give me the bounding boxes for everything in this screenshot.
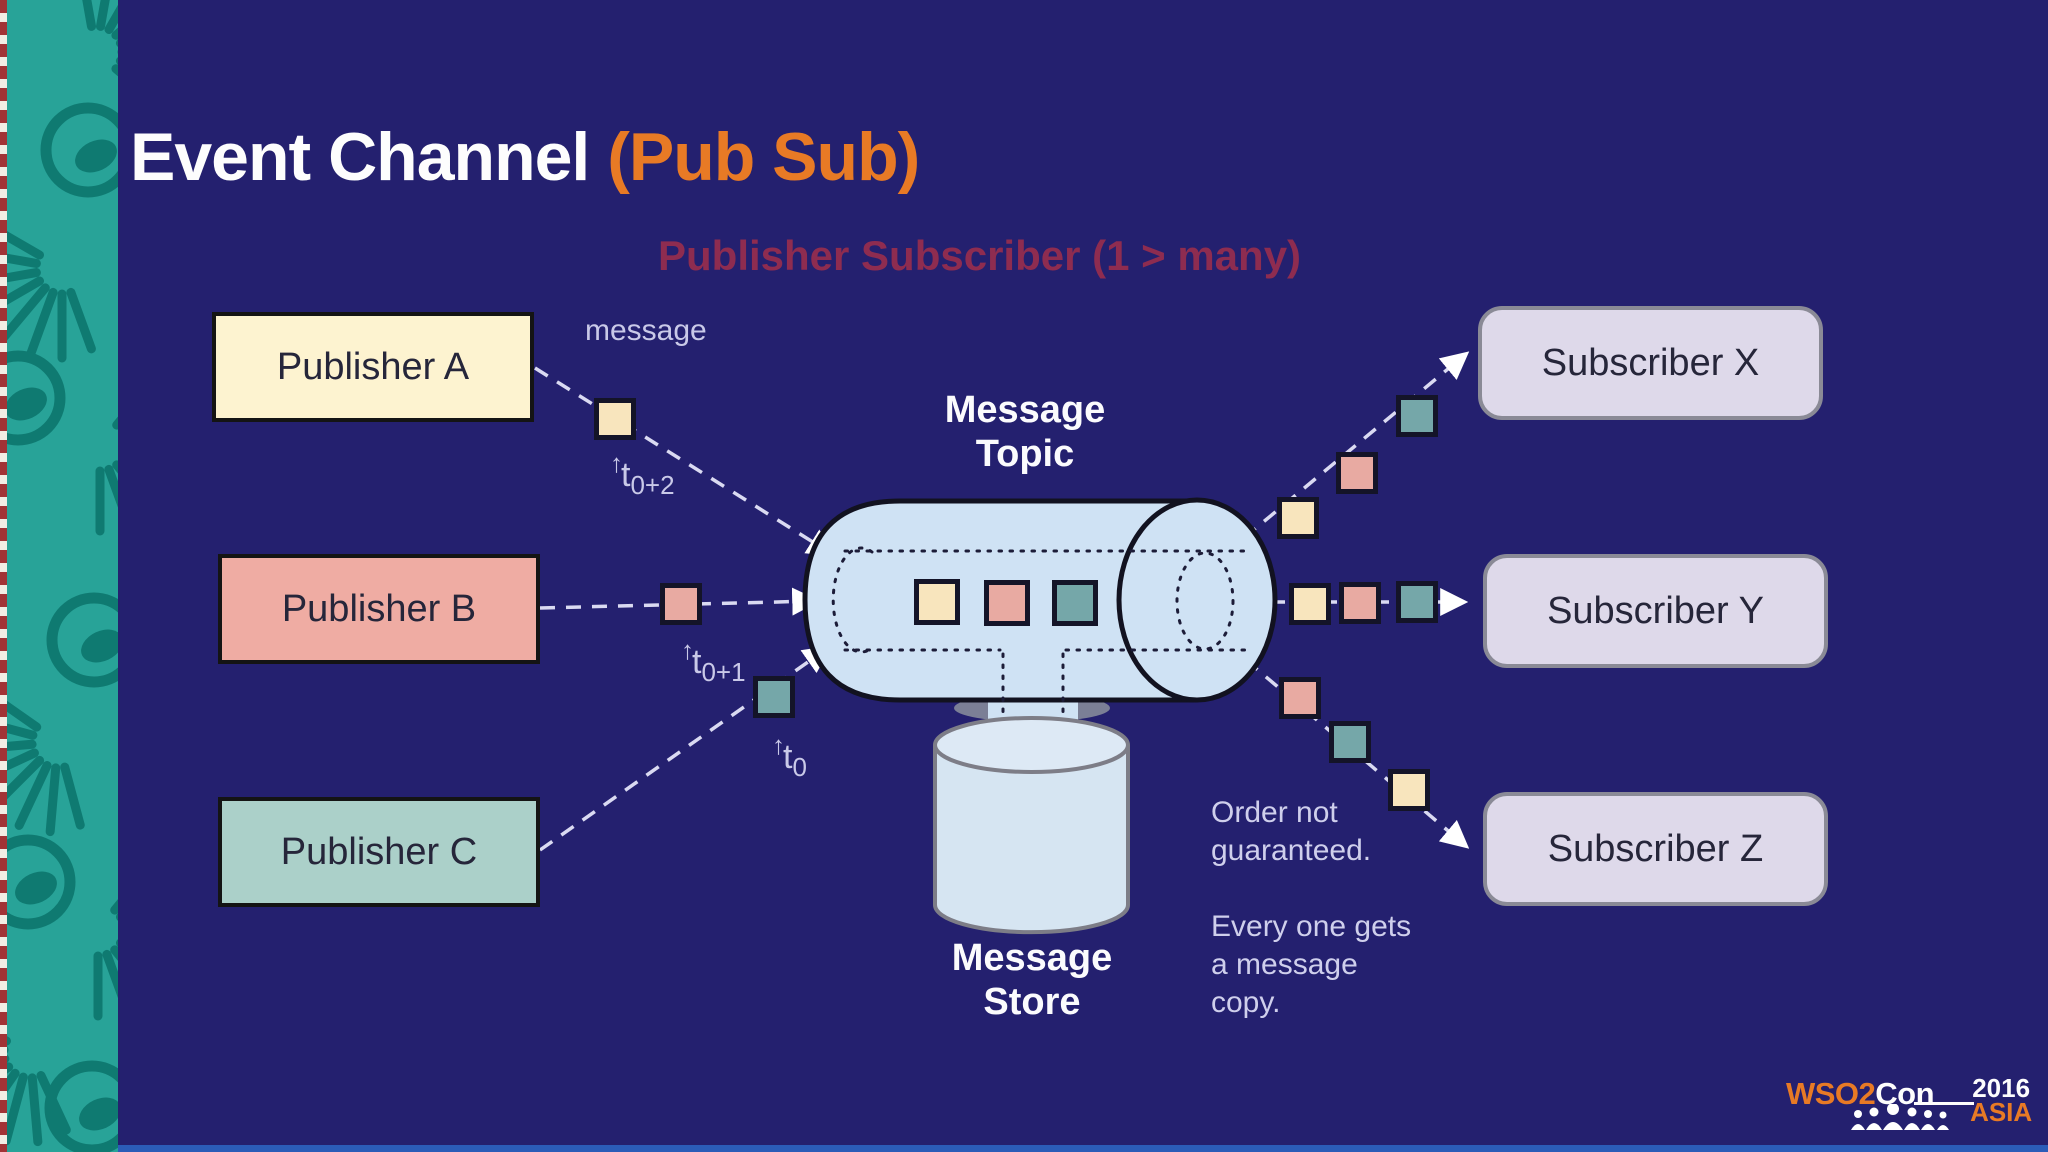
publisher-a-box: Publisher A	[212, 312, 534, 422]
time-label-t0plus2: ↑t0+2	[610, 448, 675, 501]
t0-sub: 0	[792, 751, 807, 782]
publisher-c-box: Publisher C	[218, 797, 540, 907]
t1-base: t	[692, 643, 702, 681]
topic-dotted-right-ellipse	[1175, 551, 1235, 651]
publisher-b-label: Publisher B	[281, 587, 477, 630]
logo-people-icon	[1851, 1104, 1949, 1130]
message-square-teal	[753, 676, 795, 718]
y-square-cream	[1289, 583, 1331, 625]
time-label-t0plus1: ↑t0+1	[681, 635, 746, 688]
message-store-label: Message Store	[951, 937, 1113, 1023]
t2-sub: 0+2	[630, 469, 675, 500]
page-title: Event Channel (Pub Sub)	[130, 118, 920, 196]
strip-red-edge	[0, 0, 7, 1152]
subscriber-y-box: Subscriber Y	[1483, 554, 1828, 668]
message-topic-label: Message Topic	[944, 389, 1106, 475]
z-square-pink	[1279, 677, 1321, 719]
topic-square-pink	[984, 580, 1030, 626]
y-square-teal	[1396, 581, 1438, 623]
peacock-strip	[0, 0, 118, 1152]
subscriber-z-label: Subscriber Z	[1547, 827, 1764, 870]
subscriber-y-label: Subscriber Y	[1547, 589, 1764, 632]
subscriber-x-box: Subscriber X	[1478, 306, 1823, 420]
message-square-cream	[594, 398, 636, 440]
message-store-top	[933, 716, 1130, 774]
z-square-cream	[1388, 769, 1430, 811]
t1-sub: 0+1	[701, 656, 746, 687]
message-store-body	[933, 745, 1130, 935]
title-accent-text: (Pub Sub)	[607, 119, 920, 195]
message-topic-endcap	[1116, 497, 1278, 703]
topic-dotted-left-ellipse	[831, 546, 874, 654]
logo-divider-line	[1914, 1102, 1974, 1105]
peacock-feather-pattern-icon	[0, 0, 118, 1152]
topic-square-teal	[1052, 580, 1098, 626]
publisher-b-box: Publisher B	[218, 554, 540, 664]
z-square-teal	[1329, 721, 1371, 763]
t2-base: t	[621, 456, 631, 494]
message-square-pink	[660, 583, 702, 625]
message-topic-outline	[802, 498, 1197, 703]
bottom-accent-bar	[118, 1145, 2048, 1152]
logo-asia-text: ASIA	[1970, 1097, 2033, 1127]
publisher-c-label: Publisher C	[280, 830, 478, 873]
logo-year-text: 2016	[1972, 1073, 2031, 1103]
logo-wso2-text: WSO2	[1786, 1076, 1876, 1111]
subscriber-z-box: Subscriber Z	[1483, 792, 1828, 906]
time-up-arrow-icon: ↑	[772, 730, 785, 760]
title-text: Event Channel	[130, 119, 608, 195]
connector-subscriber-x	[1242, 351, 1470, 540]
time-up-arrow-icon: ↑	[681, 635, 694, 665]
x-square-pink	[1336, 452, 1378, 494]
message-annotation: message	[585, 314, 707, 347]
x-square-cream	[1277, 497, 1319, 539]
subtitle: Publisher Subscriber (1 > many)	[658, 232, 1302, 279]
topic-square-cream	[914, 579, 960, 625]
logo-con-text: Con	[1875, 1076, 1935, 1111]
subscriber-x-label: Subscriber X	[1541, 341, 1760, 384]
note-everyone-gets-copy: Every one gets a message copy.	[1211, 910, 1412, 1019]
y-square-pink	[1339, 582, 1381, 624]
time-label-t0: ↑t0	[772, 730, 807, 783]
connector-publisher-a	[534, 366, 836, 557]
publisher-a-label: Publisher A	[276, 345, 470, 388]
note-order-not-guaranteed: Order not guaranteed.	[1211, 796, 1372, 867]
t0-base: t	[783, 738, 793, 776]
time-up-arrow-icon: ↑	[610, 448, 623, 478]
x-square-teal	[1396, 395, 1438, 437]
